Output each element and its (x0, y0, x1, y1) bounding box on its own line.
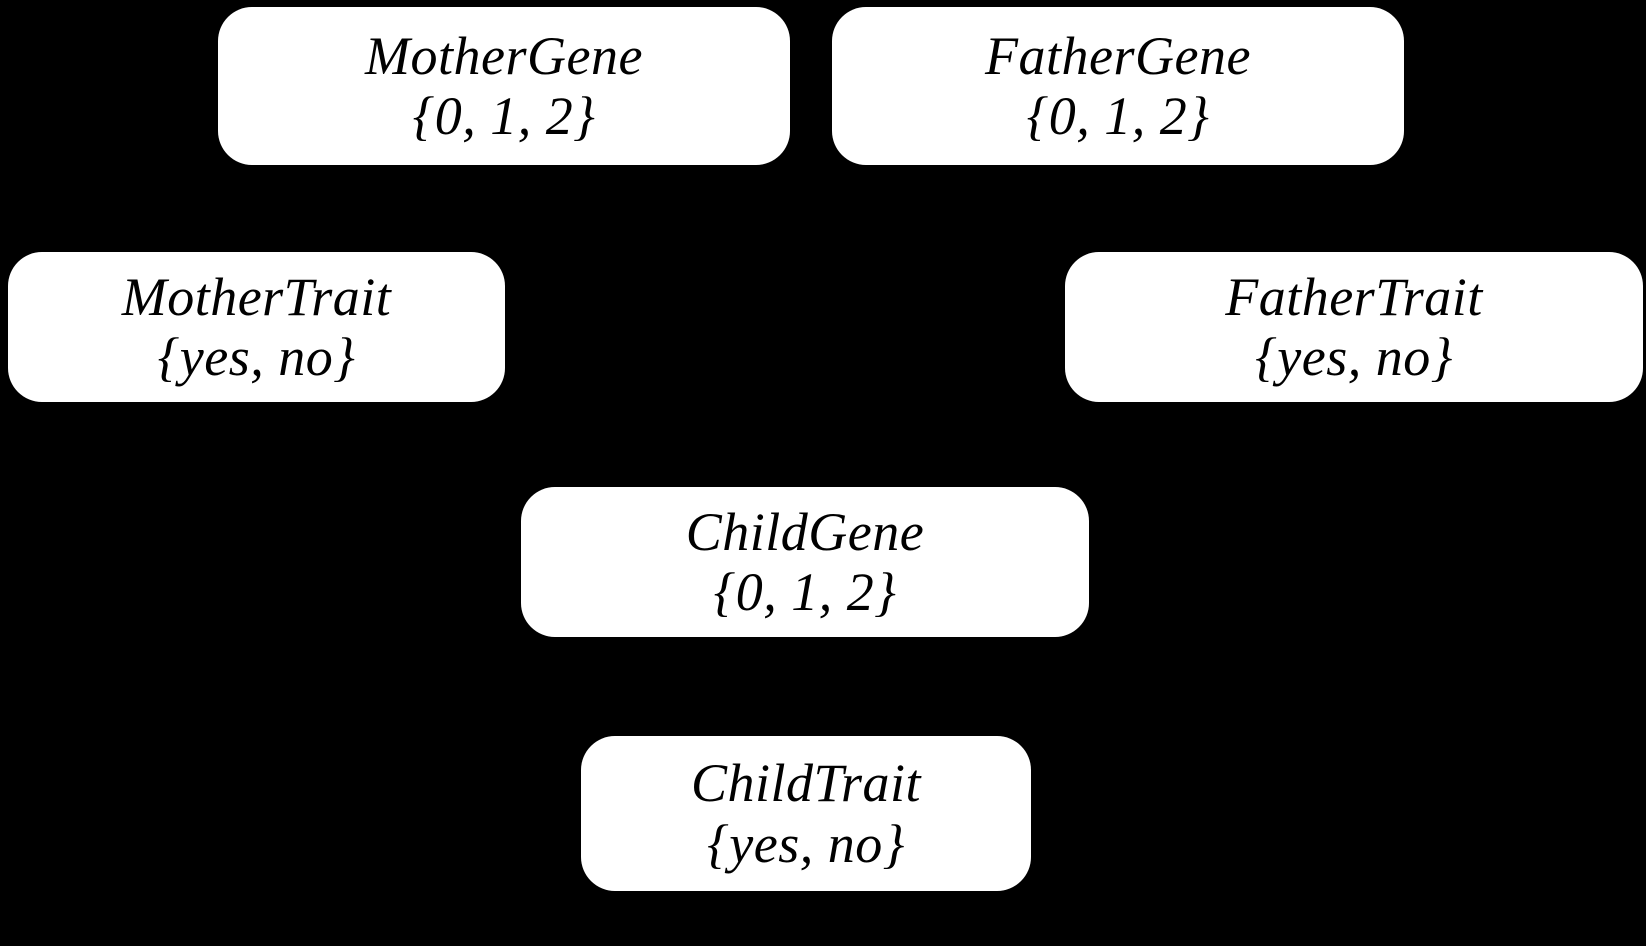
node-father-trait-title: FatherTrait (1225, 266, 1483, 327)
node-mother-gene-domain: {0, 1, 2} (412, 86, 596, 146)
node-father-trait-domain: {yes, no} (1255, 327, 1453, 387)
node-father-gene[interactable]: FatherGene {0, 1, 2} (832, 7, 1404, 165)
node-mother-trait-title: MotherTrait (121, 266, 392, 327)
node-mother-trait[interactable]: MotherTrait {yes, no} (8, 252, 505, 402)
node-child-trait-domain: {yes, no} (707, 813, 905, 874)
node-mother-gene-title: MotherGene (365, 25, 643, 86)
node-child-gene-title: ChildGene (685, 501, 925, 562)
node-father-gene-title: FatherGene (985, 25, 1251, 86)
node-child-gene[interactable]: ChildGene {0, 1, 2} (521, 487, 1089, 637)
node-father-gene-domain: {0, 1, 2} (1026, 86, 1210, 146)
node-child-trait[interactable]: ChildTrait {yes, no} (581, 736, 1031, 891)
node-child-gene-domain: {0, 1, 2} (713, 562, 897, 622)
node-mother-gene[interactable]: MotherGene {0, 1, 2} (218, 7, 790, 165)
node-child-trait-title: ChildTrait (690, 753, 922, 814)
node-mother-trait-domain: {yes, no} (157, 327, 356, 387)
node-father-trait[interactable]: FatherTrait {yes, no} (1065, 252, 1643, 402)
